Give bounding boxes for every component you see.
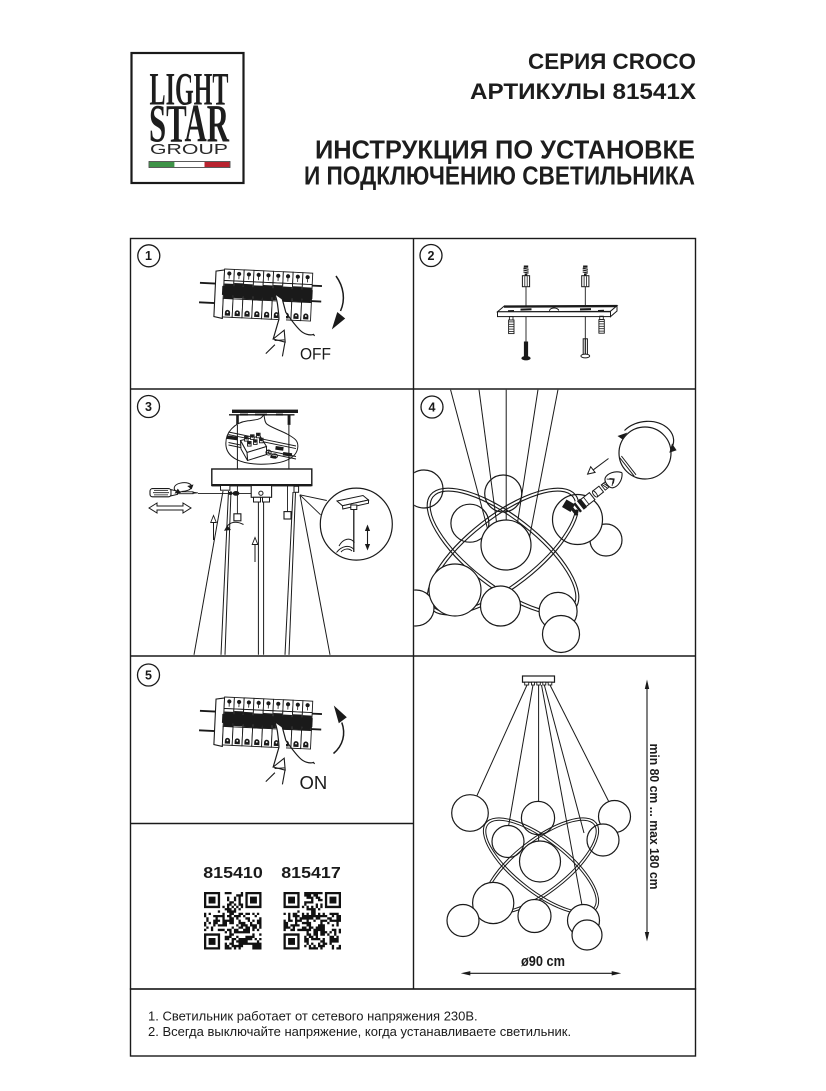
svg-text:2: 2 [428, 249, 435, 263]
svg-text:ø90 cm: ø90 cm [521, 953, 565, 970]
svg-text:СЕРИЯ CROCO: СЕРИЯ CROCO [528, 49, 696, 74]
svg-text:GROUP: GROUP [150, 142, 228, 158]
svg-text:815417: 815417 [281, 865, 341, 882]
svg-text:LIGHT: LIGHT [150, 64, 229, 116]
svg-text:815410: 815410 [203, 865, 263, 882]
svg-text:STAR: STAR [149, 94, 230, 154]
svg-text:ИНСТРУКЦИЯ ПО УСТАНОВКЕ: ИНСТРУКЦИЯ ПО УСТАНОВКЕ [315, 135, 695, 165]
svg-text:3: 3 [145, 400, 152, 414]
svg-text:4: 4 [429, 401, 436, 415]
svg-text:2. Всегда выключайте напряжени: 2. Всегда выключайте напряжение, когда у… [148, 1024, 571, 1039]
svg-text:ON: ON [300, 772, 328, 793]
svg-text:min 80 cm ... max 180 cm: min 80 cm ... max 180 cm [647, 744, 662, 890]
svg-text:1. Светильник работает от сете: 1. Светильник работает от сетевого напря… [148, 1009, 478, 1024]
svg-text:1: 1 [145, 249, 152, 263]
svg-text:АРТИКУЛЫ 81541X: АРТИКУЛЫ 81541X [470, 79, 696, 104]
svg-text:OFF: OFF [300, 346, 331, 364]
svg-text:И ПОДКЛЮЧЕНИЮ СВЕТИЛЬНИКА: И ПОДКЛЮЧЕНИЮ СВЕТИЛЬНИКА [304, 161, 695, 191]
svg-text:5: 5 [145, 669, 152, 683]
